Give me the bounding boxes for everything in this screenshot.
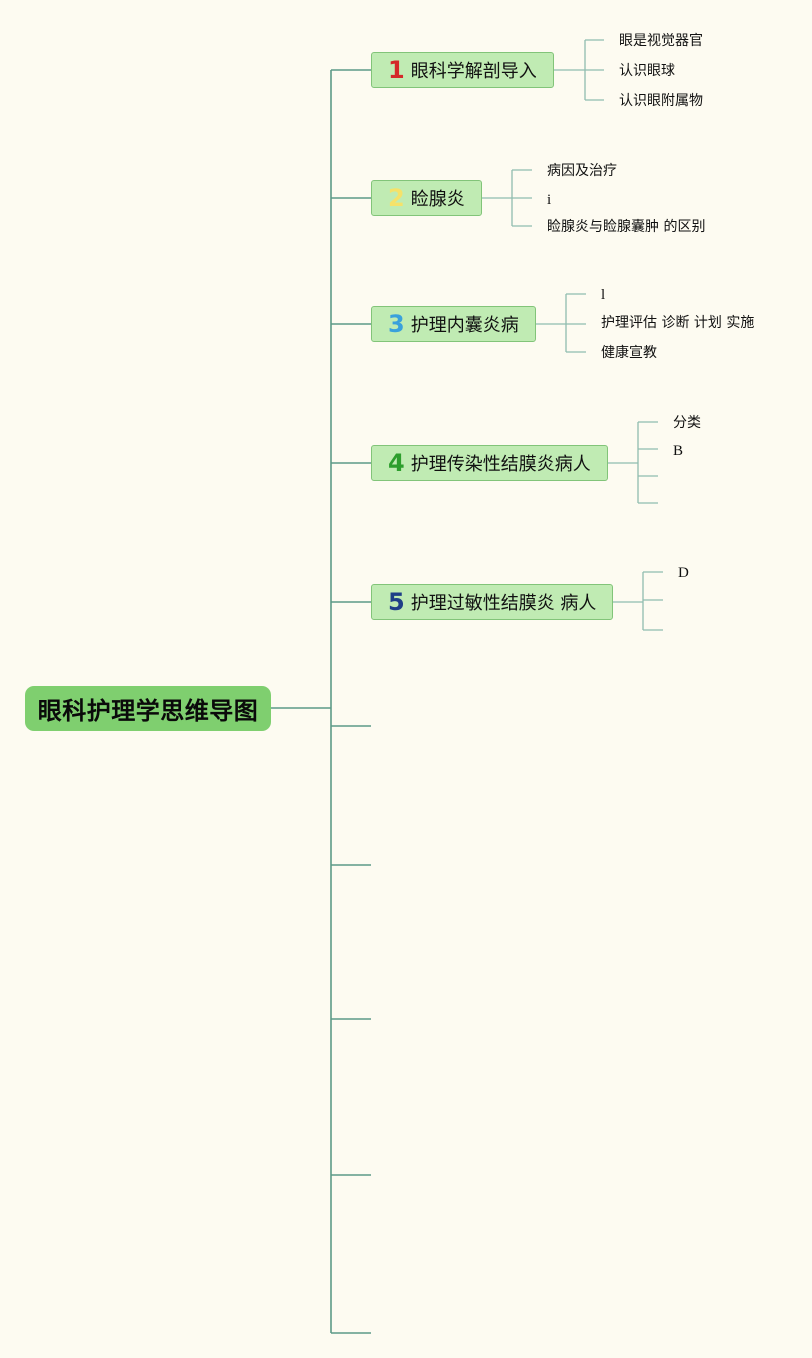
branch-label: 眼科学解剖导入 [410, 61, 537, 82]
subtopic[interactable]: 病因及治疗 [547, 163, 617, 179]
branch-topic-2[interactable]: 2 睑腺炎 [371, 180, 482, 216]
number-4-icon: 4 [388, 449, 405, 477]
branch-label: 护理内囊炎病 [410, 315, 519, 336]
subtopic[interactable]: D [678, 565, 689, 581]
number-2-icon: 2 [388, 184, 405, 212]
branch-topic-5[interactable]: 5 护理过敏性结膜炎 病人 [371, 584, 613, 620]
number-1-icon: 1 [388, 56, 405, 84]
number-3-icon: 3 [388, 310, 405, 338]
number-5-icon: 5 [388, 588, 405, 616]
root-title: 眼科护理学思维导图 [37, 697, 259, 725]
branch-topic-1[interactable]: 1 眼科学解剖导入 [371, 52, 554, 88]
subtopic[interactable]: 健康宣教 [601, 345, 657, 361]
branch-label: 护理过敏性结膜炎 病人 [410, 593, 597, 614]
subtopic[interactable]: 睑腺炎与睑腺囊肿 的区别 [547, 219, 706, 235]
subtopic[interactable]: 眼是视觉器官 [619, 33, 703, 49]
subtopic[interactable]: 认识眼附属物 [619, 93, 703, 109]
subtopic[interactable]: i [547, 192, 552, 208]
root-topic[interactable]: 眼科护理学思维导图 [25, 686, 271, 731]
subtopic[interactable]: l [601, 287, 606, 303]
subtopic[interactable]: 护理评估 诊断 计划 实施 [601, 315, 755, 331]
branch-label: 睑腺炎 [410, 189, 465, 210]
branch-label: 护理传染性结膜炎病人 [410, 454, 591, 475]
subtopic[interactable]: 认识眼球 [619, 63, 675, 79]
subtopic[interactable]: B [673, 443, 684, 459]
subtopic[interactable]: 分类 [673, 415, 701, 431]
branch-topic-3[interactable]: 3 护理内囊炎病 [371, 306, 536, 342]
branch-topic-4[interactable]: 4 护理传染性结膜炎病人 [371, 445, 608, 481]
